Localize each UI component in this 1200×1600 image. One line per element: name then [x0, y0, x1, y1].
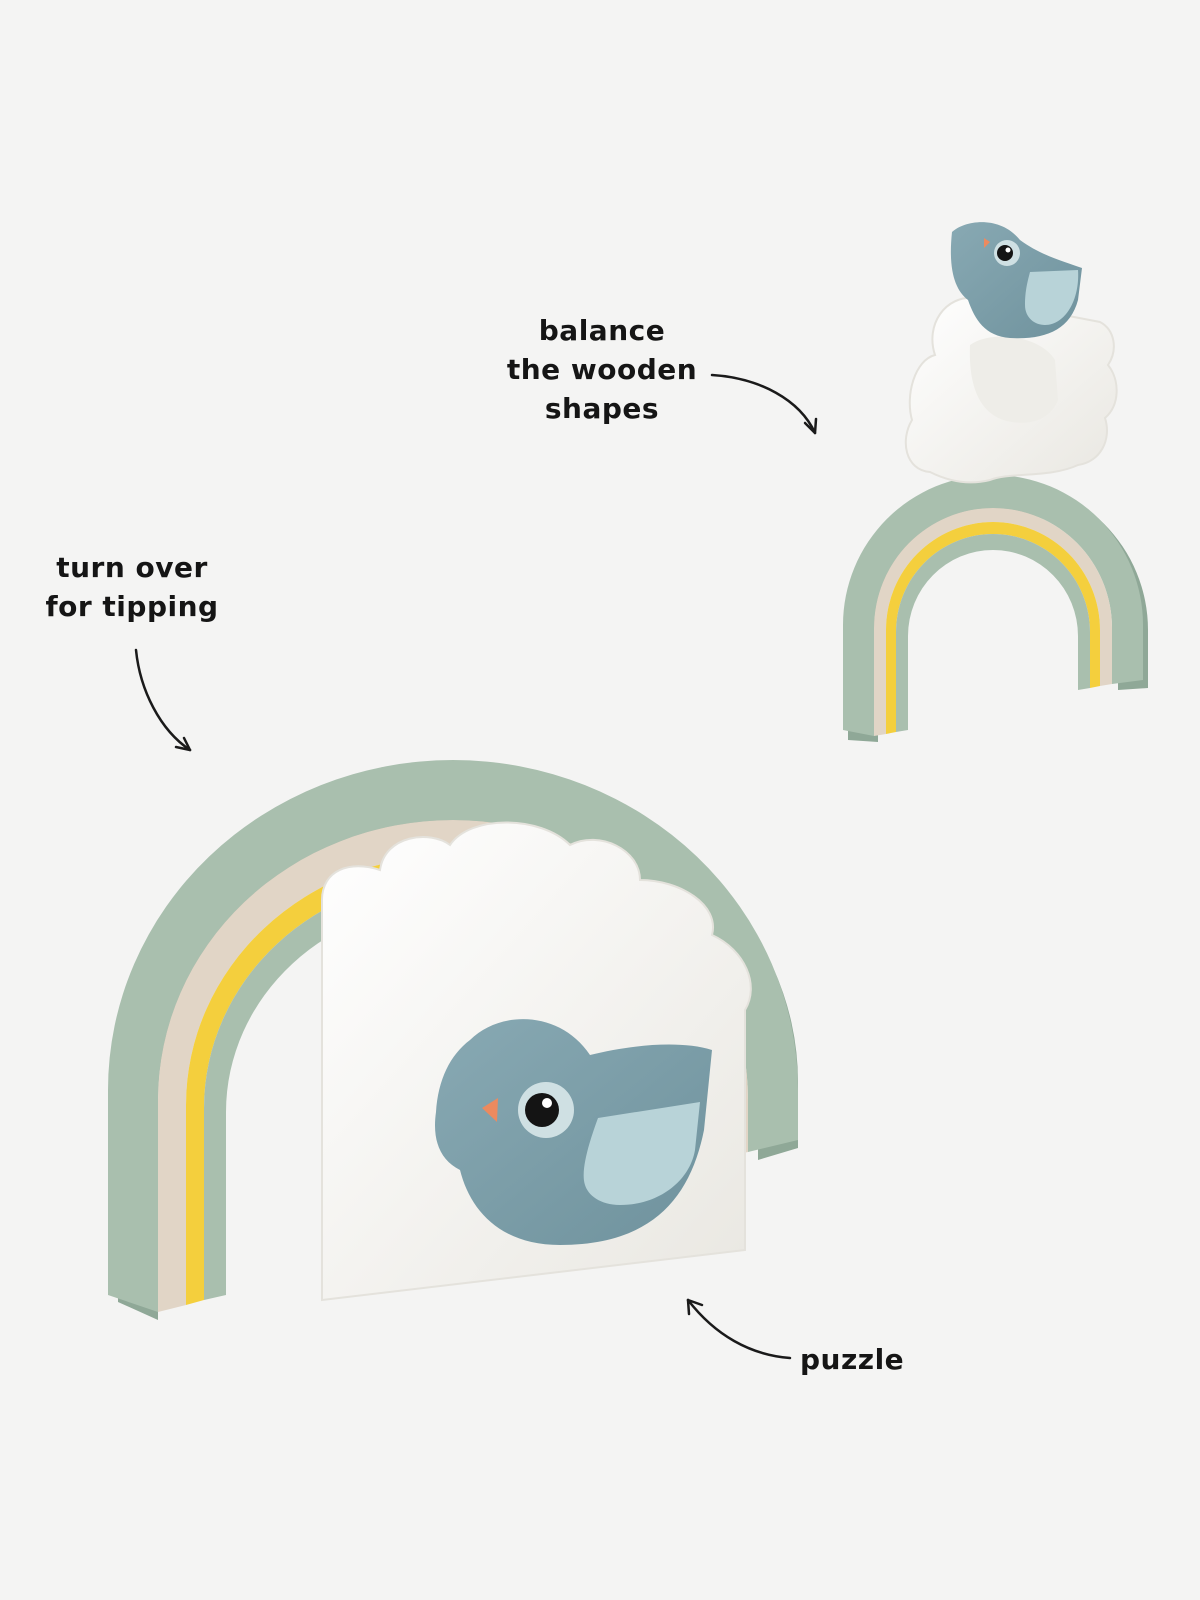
caption-puzzle: puzzle — [800, 1340, 950, 1379]
small-cloud — [904, 296, 1118, 484]
caption-line: shapes — [544, 392, 660, 425]
curved-arrow-icon — [686, 1298, 792, 1360]
caption-line: puzzle — [800, 1343, 905, 1376]
caption-balance: balance the wooden shapes — [492, 311, 712, 428]
caption-line: for tipping — [45, 590, 219, 623]
bird-beak — [482, 1098, 498, 1122]
caption-line: turn over — [56, 551, 208, 584]
caption-line: balance — [538, 314, 666, 347]
curved-arrow-icon — [134, 648, 192, 752]
small-bird — [950, 222, 1082, 339]
caption-line: the wooden — [506, 353, 698, 386]
curved-arrow-icon — [710, 373, 818, 435]
large-bird — [435, 1019, 712, 1245]
bird-wing — [583, 1102, 700, 1205]
small-rainbow — [843, 475, 1148, 742]
caption-turn-over: turn over for tipping — [22, 548, 242, 626]
